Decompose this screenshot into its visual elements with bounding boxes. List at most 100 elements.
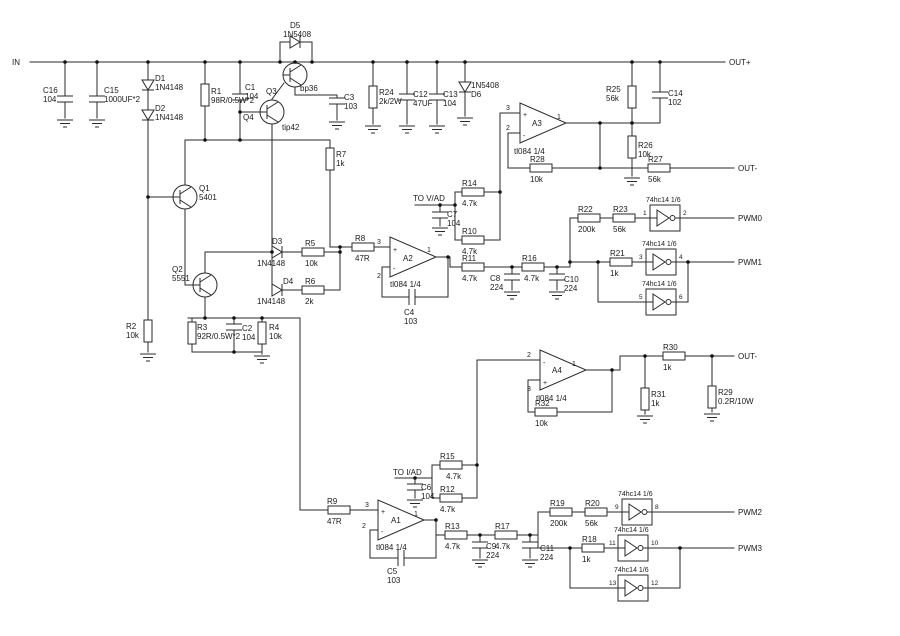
c6-name: C6	[421, 483, 432, 492]
r31-value: 1k	[651, 399, 660, 408]
r12-name: R12	[440, 485, 455, 494]
capacitor-c14: C14 102	[651, 89, 683, 107]
resistor-r13: R13 4.7k	[444, 522, 468, 551]
capacitor-c13: C13 104	[428, 90, 458, 134]
wire-a1-net	[299, 509, 539, 559]
resistor-r31: R31 1k	[636, 387, 666, 424]
r28-name: R28	[530, 155, 545, 164]
r7-name: R7	[336, 150, 347, 159]
q3-part: bp36	[300, 84, 318, 93]
diode-d4: D4 1N4148	[257, 277, 294, 306]
resistor-r24: R24 2k/2W	[364, 85, 402, 134]
c15-value: 1000UF*2	[104, 95, 141, 104]
r23-value: 56k	[613, 225, 627, 234]
wire-pwm23-chain	[537, 511, 735, 589]
d4-name: D4	[283, 277, 294, 286]
r8-value: 47R	[355, 254, 370, 263]
a1-pin3: 3	[365, 502, 369, 509]
r32-name: R32	[535, 399, 550, 408]
inverter-3-pin-in: 5	[639, 294, 643, 301]
inverter-6-pin-in: 13	[609, 580, 617, 587]
r10-value: 4.7k	[462, 247, 478, 256]
resistor-r6: R6 2k	[301, 277, 325, 306]
transistor-q2: Q2 5551	[172, 265, 218, 298]
q1-name: Q1	[199, 184, 210, 193]
resistor-r11: R11 4.7k	[461, 254, 485, 283]
r9-name: R9	[327, 497, 338, 506]
a3-name: A3	[532, 119, 542, 128]
a3-minus: -	[523, 133, 526, 140]
d4-part: 1N4148	[257, 297, 286, 306]
r29-value: 0.2R/10W	[718, 397, 754, 406]
r31-name: R31	[651, 390, 666, 399]
capacitor-c10: C10 224	[548, 273, 579, 300]
q4-name: Q4	[243, 113, 254, 122]
c12-value: 47UF	[413, 99, 433, 108]
wire-pwm01-chain	[511, 217, 735, 303]
resistor-r27: R27 56k	[647, 155, 671, 184]
resistor-r19: R19 200k	[549, 499, 573, 528]
diode-d3: D3 1N4148	[257, 237, 286, 268]
to-vad-label: TO V/AD	[413, 194, 445, 203]
c8-value: 224	[490, 283, 504, 292]
out-minus-top-label: OUT-	[738, 164, 757, 173]
a2-plus: +	[393, 247, 397, 254]
r22-name: R22	[578, 205, 593, 214]
r18-name: R18	[582, 535, 597, 544]
inverter-6-pin-out: 12	[651, 580, 659, 587]
c8-name: C8	[490, 274, 501, 283]
a3-part: tl084 1/4	[514, 147, 545, 156]
q2-part: 5551	[172, 274, 190, 283]
wire-r1-c1	[184, 61, 331, 186]
junction-dots	[63, 60, 714, 550]
out-plus-label: OUT+	[729, 58, 751, 67]
r30-value: 1k	[663, 363, 672, 372]
a4-name: A4	[552, 366, 562, 375]
r1-name: R1	[211, 87, 222, 96]
c5-name: C5	[387, 567, 398, 576]
r3-value: 92R/0.5W*2	[197, 332, 241, 341]
r24-value: 2k/2W	[379, 97, 402, 106]
a1-pin1: 1	[414, 511, 418, 518]
d6-part: D6	[471, 90, 482, 99]
resistor-r29: R29 0.2R/10W	[703, 385, 754, 422]
capacitor-c6: C6 104	[406, 483, 435, 508]
inverter-5-pin-in: 11	[609, 540, 616, 547]
r6-value: 2k	[305, 297, 314, 306]
c2-value: 104	[242, 333, 256, 342]
resistor-r22: R22 200k	[577, 205, 601, 234]
capacitor-c4: C4 103	[404, 288, 418, 326]
inverter-4-label: 74hc14 1/6	[618, 491, 653, 498]
r14-value: 4.7k	[462, 199, 478, 208]
resistor-r10: R10 4.7k	[461, 227, 485, 256]
inverter-5: 74hc14 1/6 11 10	[609, 527, 659, 562]
pwm1-label: PWM1	[738, 258, 763, 267]
d5-name: D5	[290, 21, 301, 30]
r19-value: 200k	[550, 519, 568, 528]
inverter-6: 74hc14 1/6 13 12	[609, 567, 659, 602]
r4-name: R4	[269, 323, 280, 332]
q1-part: 5401	[199, 193, 217, 202]
resistor-r7: R7 1k	[325, 147, 347, 171]
capacitor-c1: C1 104	[231, 83, 259, 101]
r13-name: R13	[445, 522, 460, 531]
capacitor-c15: C15 1000UF*2	[88, 86, 141, 128]
resistor-r30: R30 1k	[662, 343, 686, 372]
inverter-2-label: 74hc14 1/6	[642, 241, 677, 248]
resistor-r2: R2 10k	[126, 319, 157, 362]
a2-minus: -	[393, 266, 396, 273]
r27-value: 56k	[648, 175, 662, 184]
a2-part: tl084 1/4	[390, 280, 421, 289]
opamp-a3: A3 tl084 1/4 3 2 + - 1	[506, 102, 568, 156]
inverter-6-label: 74hc14 1/6	[614, 567, 649, 574]
capacitor-c11: C11 224	[521, 541, 555, 568]
c11-value: 224	[540, 553, 554, 562]
wire-a4-net	[476, 355, 735, 499]
d3-name: D3	[272, 237, 283, 246]
resistor-r20: R20 56k	[584, 499, 608, 528]
c4-name: C4	[404, 308, 415, 317]
c16-value: 104	[43, 95, 57, 104]
a3-plus: +	[523, 112, 527, 119]
inverter-1-pin-in: 1	[643, 210, 647, 217]
